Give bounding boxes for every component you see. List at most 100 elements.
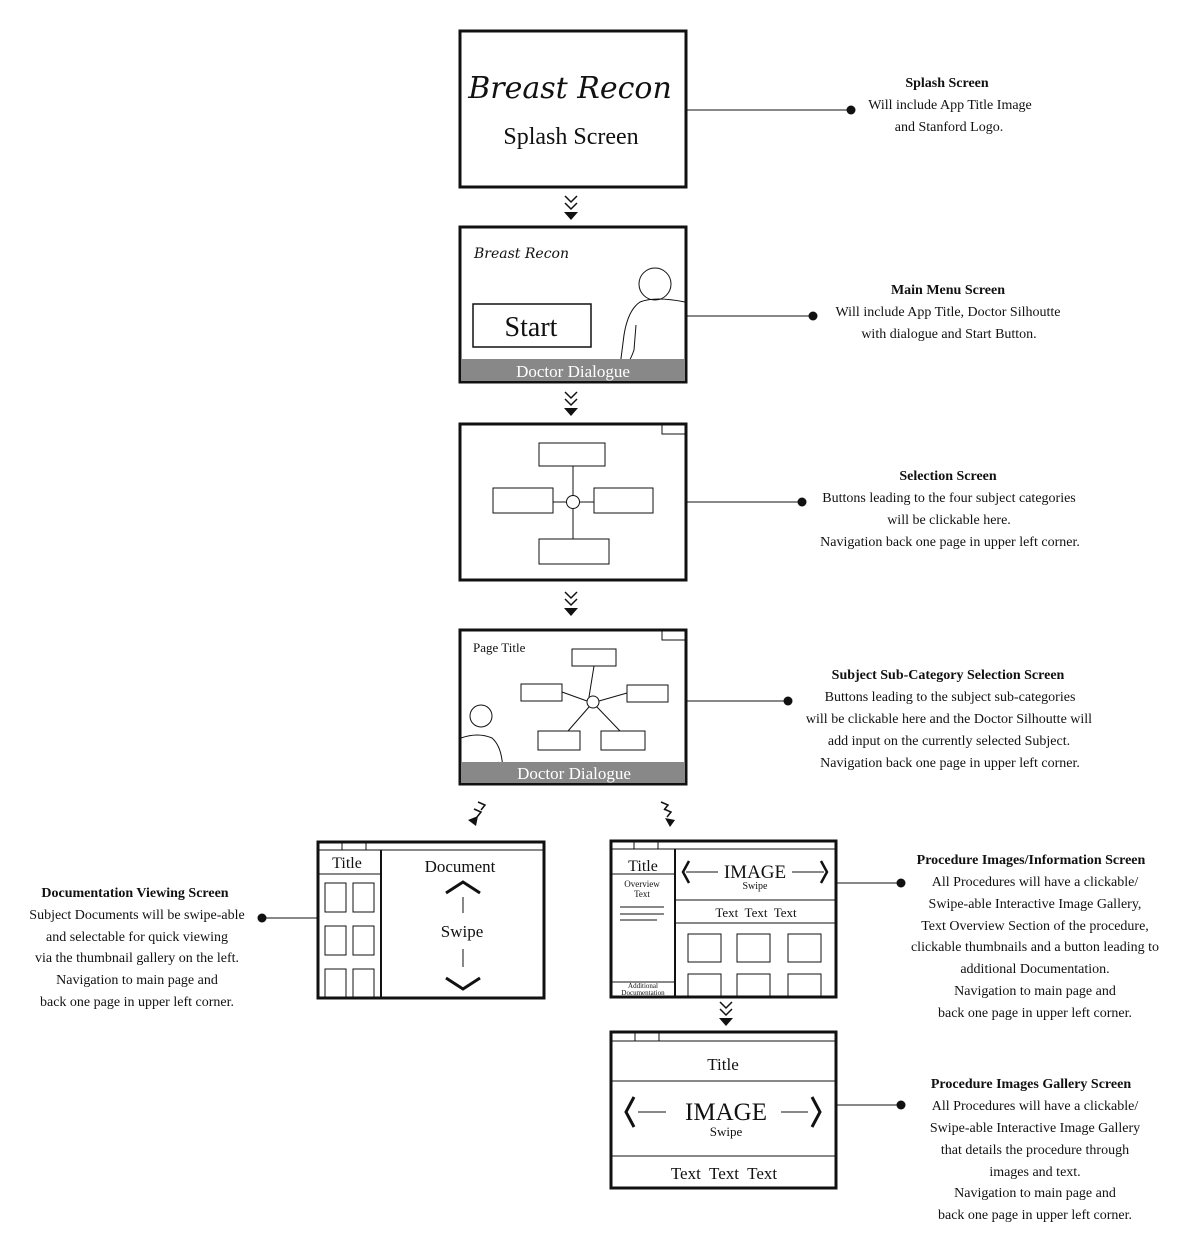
doctor-dialogue-label: Doctor Dialogue [517, 764, 631, 783]
thumbnail[interactable] [787, 933, 822, 963]
note-line: additional Documentation. [960, 962, 1109, 977]
note-line: that details the procedure through [941, 1143, 1129, 1158]
note-main-menu: Main Menu Screen Will include App Title,… [836, 283, 1061, 342]
doctor-dialogue-bar [461, 762, 685, 783]
gallery-image-label: IMAGE [685, 1099, 767, 1126]
additional-doc-line2[interactable]: Documentation [621, 989, 665, 997]
subcategory-button-bottom-left[interactable] [537, 730, 581, 751]
swipe-down-chevron-icon[interactable] [445, 976, 481, 991]
note-line: Navigation to main page and [56, 973, 218, 988]
gallery-title: Title [707, 1055, 739, 1074]
procedure-image-label: IMAGE [724, 862, 786, 883]
note-line: Swipe-able Interactive Image Gallery, [929, 897, 1142, 912]
doctor-dialogue-label: Doctor Dialogue [516, 362, 630, 381]
splash-screen-label: Splash Screen [503, 124, 638, 150]
flow-arrow-right [660, 801, 675, 827]
flow-arrow [564, 195, 578, 220]
document-label: Document [425, 857, 496, 876]
note-line: and selectable for quick viewing [46, 930, 228, 945]
back-nav-corner[interactable] [661, 424, 686, 435]
procedure-swipe-label: Swipe [743, 881, 769, 892]
note-line: Buttons leading to the subject sub-categ… [825, 690, 1076, 705]
thumbnail[interactable] [324, 882, 347, 913]
tab-back[interactable] [633, 841, 659, 850]
splash-screen-mockup: Breast Recon Splash Screen [458, 29, 688, 189]
thumbnail[interactable] [352, 925, 375, 956]
subcategory-screen-mockup: Page Title Doctor Dialogue [458, 628, 688, 786]
additional-doc-line1[interactable]: Additional [628, 982, 658, 990]
category-button-bottom[interactable] [538, 538, 610, 565]
note-line: All Procedures will have a clickable/ [932, 1099, 1139, 1114]
gallery-next-arrow-icon[interactable] [810, 1096, 822, 1128]
note-line: with dialogue and Start Button. [861, 327, 1036, 342]
note-line: images and text. [989, 1165, 1080, 1180]
note-line: back one page in upper left corner. [938, 1208, 1132, 1223]
note-line: All Procedures will have a clickable/ [932, 875, 1139, 890]
category-button-right[interactable] [593, 487, 654, 514]
tab-back[interactable] [341, 842, 367, 851]
note-splash: Splash Screen Will include App Title Ima… [868, 76, 1032, 135]
doc-title: Title [332, 855, 362, 872]
note-line: Navigation to main page and [954, 984, 1116, 999]
category-button-top[interactable] [538, 442, 606, 467]
thumbnail[interactable] [687, 933, 722, 963]
note-line: add input on the currently selected Subj… [828, 734, 1070, 749]
note-title: Main Menu Screen [891, 283, 1005, 298]
flow-arrow [719, 1001, 733, 1026]
note-title: Documentation Viewing Screen [41, 886, 228, 901]
note-line: Subject Documents will be swipe-able [29, 908, 244, 923]
procedure-title: Title [628, 858, 658, 875]
selection-screen-mockup [458, 422, 688, 582]
splash-app-title: Breast Recon [467, 71, 672, 106]
note-line: Navigation to main page and [954, 1186, 1116, 1201]
documentation-screen-mockup: Title Document Swipe [316, 840, 546, 1000]
swipe-up-chevron-icon[interactable] [445, 880, 481, 895]
overview-text-line2: Text [634, 889, 650, 899]
page-title: Page Title [473, 640, 526, 655]
thumbnail[interactable] [352, 968, 375, 998]
note-line: via the thumbnail gallery on the left. [35, 951, 239, 966]
gallery-screen-mockup: Title IMAGE Swipe Text Text Text [609, 1030, 838, 1190]
flow-arrow [564, 391, 578, 416]
thumbnail-gallery [324, 882, 375, 998]
image-prev-arrow-icon[interactable] [681, 860, 691, 884]
thumbnail[interactable] [736, 933, 771, 963]
note-line: back one page in upper left corner. [40, 995, 234, 1010]
doctor-dialogue-bar [461, 359, 685, 381]
overview-text-line1: Overview [624, 879, 660, 889]
note-title: Procedure Images Gallery Screen [931, 1077, 1131, 1092]
note-subcategory: Subject Sub-Category Selection Screen Bu… [806, 668, 1092, 771]
back-nav-corner[interactable] [661, 630, 686, 641]
note-procedure: Procedure Images/Information Screen All … [911, 853, 1159, 1021]
note-line: will be clickable here. [887, 513, 1011, 528]
note-line: Will include App Title, Doctor Silhoutte [836, 305, 1061, 320]
tab-back[interactable] [634, 1032, 660, 1042]
gallery-text-row: Text Text Text [671, 1164, 778, 1183]
image-next-arrow-icon[interactable] [819, 860, 829, 884]
note-title: Subject Sub-Category Selection Screen [832, 668, 1065, 683]
start-button-label: Start [505, 312, 558, 343]
thumbnail[interactable] [324, 925, 347, 956]
note-line: Swipe-able Interactive Image Gallery [930, 1121, 1140, 1136]
category-button-left[interactable] [492, 487, 554, 514]
note-line: and Stanford Logo. [895, 120, 1003, 135]
thumbnail[interactable] [352, 882, 375, 913]
gallery-prev-arrow-icon[interactable] [624, 1096, 636, 1128]
connector-lines [257, 105, 906, 1110]
note-line: Buttons leading to the four subject cate… [822, 491, 1076, 506]
note-line: Text Overview Section of the procedure, [921, 919, 1149, 934]
start-button[interactable] [472, 303, 592, 348]
thumbnail[interactable] [324, 968, 347, 998]
subcategory-button-bottom-right[interactable] [600, 730, 646, 751]
procedure-text-row: Text Text Text [715, 905, 797, 920]
note-line: will be clickable here and the Doctor Si… [806, 712, 1092, 727]
note-selection: Selection Screen Buttons leading to the … [820, 469, 1080, 550]
procedure-screen-mockup: Title Overview Text Additional Documenta… [609, 839, 838, 999]
main-menu-app-title: Breast Recon [473, 246, 569, 262]
note-documentation: Documentation Viewing Screen Subject Doc… [29, 886, 244, 1010]
note-title: Splash Screen [905, 76, 989, 91]
gallery-swipe-label: Swipe [710, 1124, 743, 1139]
note-title: Procedure Images/Information Screen [917, 853, 1146, 868]
main-menu-screen-mockup: Breast Recon Start Doctor Dialogue [458, 225, 688, 384]
